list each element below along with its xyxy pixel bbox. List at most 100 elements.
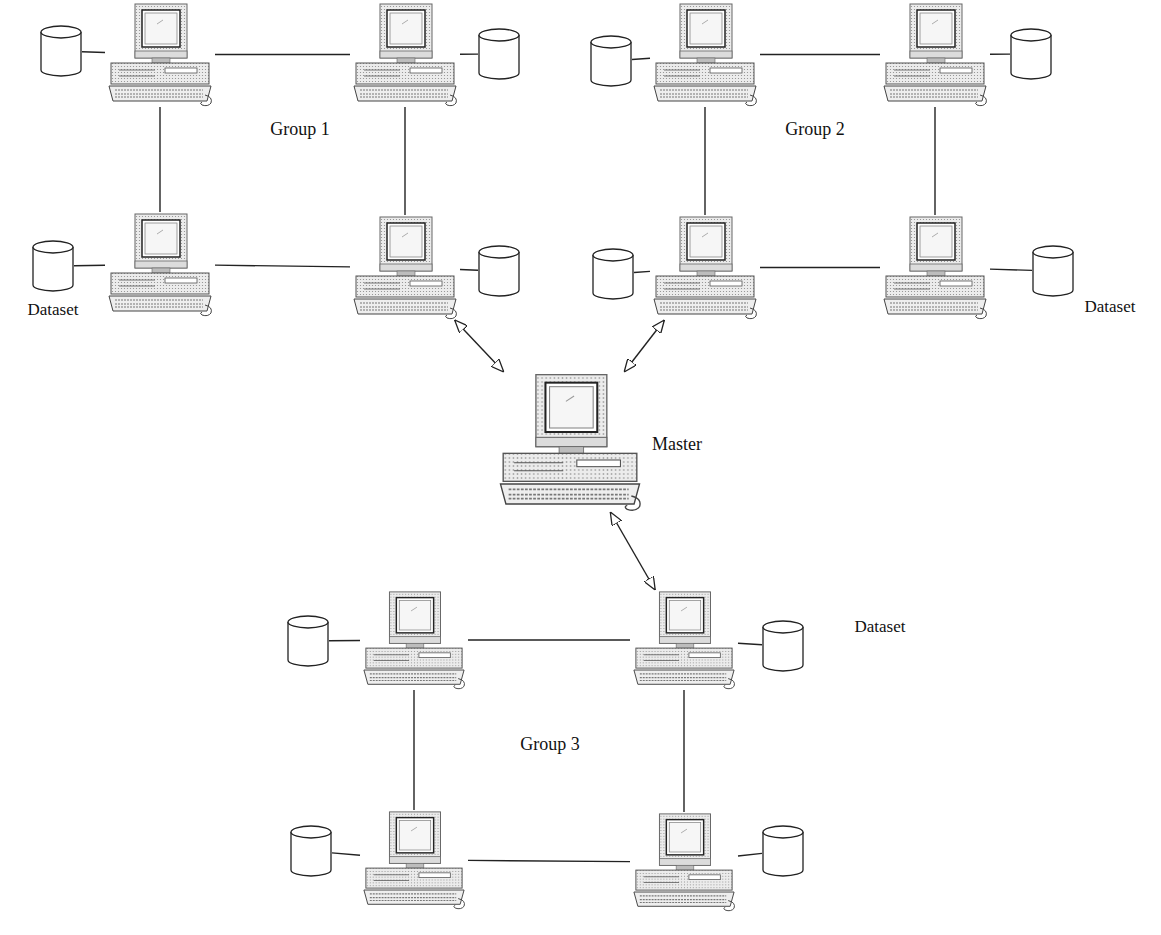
dataset-drawing — [763, 826, 803, 876]
group-label: Group 1 — [270, 119, 330, 141]
workstation-drawing — [500, 375, 640, 511]
dataset-label: Dataset — [28, 300, 79, 320]
workstation-drawing — [884, 217, 986, 319]
workstation-shape — [350, 215, 460, 320]
network-link — [468, 639, 630, 640]
dataset-cylinder — [478, 28, 520, 80]
network-link — [738, 853, 762, 856]
network-link — [634, 271, 650, 272]
network-link — [215, 54, 350, 55]
network-link — [413, 690, 414, 810]
dataset-drawing — [33, 241, 73, 291]
workstation-drawing — [654, 4, 756, 106]
dataset-drawing — [1033, 246, 1073, 296]
network-link — [74, 265, 105, 267]
workstation — [650, 2, 760, 107]
workstation-shape — [650, 215, 760, 320]
workstation — [350, 215, 460, 320]
workstation-drawing — [109, 214, 211, 316]
network-link — [990, 53, 1010, 55]
dataset-drawing — [591, 36, 631, 86]
dataset-cylinder-shape — [287, 615, 329, 667]
dataset-cylinder — [478, 245, 520, 297]
master-label: Master — [652, 434, 702, 456]
network-link — [760, 267, 880, 268]
dataset-cylinder — [287, 615, 329, 667]
dataset-cylinder — [290, 825, 332, 877]
network-link — [460, 269, 478, 271]
dataset-drawing — [291, 826, 331, 876]
workstation-shape — [360, 590, 468, 690]
dataset-cylinder: Dataset — [1032, 245, 1074, 297]
workstation-shape — [350, 2, 460, 107]
workstation-drawing — [364, 592, 465, 689]
workstation-shape — [880, 215, 990, 320]
workstation-drawing — [364, 812, 465, 909]
dataset-drawing — [41, 26, 81, 76]
workstation-shape — [105, 212, 215, 317]
dataset-drawing — [593, 249, 633, 299]
dataset-label: Dataset — [855, 617, 906, 637]
dataset-cylinder-shape — [762, 620, 804, 672]
workstation-shape — [360, 810, 468, 910]
workstation-drawing — [654, 217, 756, 319]
group-label: Group 3 — [520, 734, 580, 756]
dataset-drawing — [479, 29, 519, 79]
network-link — [159, 107, 160, 212]
master-computer: Master — [495, 372, 645, 512]
dataset-cylinder: Dataset — [32, 240, 74, 292]
network-link — [738, 643, 762, 644]
connector-group — [74, 52, 1032, 862]
dataset-cylinder-shape — [40, 25, 82, 77]
dataset-label: Dataset — [1085, 297, 1136, 317]
workstation — [630, 590, 738, 690]
workstation — [105, 212, 215, 317]
network-link — [683, 690, 684, 812]
dataset-cylinder-shape — [592, 248, 634, 300]
dataset-cylinder-shape — [590, 35, 632, 87]
network-link — [460, 53, 478, 54]
master-link — [624, 320, 664, 372]
workstation-drawing — [634, 592, 735, 689]
dataset-drawing — [1011, 29, 1051, 79]
workstation-drawing — [634, 814, 735, 911]
master-computer-shape — [495, 372, 645, 512]
workstation-drawing — [109, 4, 211, 106]
network-link — [329, 640, 360, 642]
dataset-cylinder — [40, 25, 82, 77]
workstation — [880, 215, 990, 320]
dataset-cylinder-shape — [32, 240, 74, 292]
network-link — [468, 860, 630, 861]
master-link — [610, 512, 655, 590]
workstation-drawing — [354, 4, 456, 106]
workstation-drawing — [354, 217, 456, 319]
workstation-shape — [880, 2, 990, 107]
workstation-shape — [630, 590, 738, 690]
dataset-cylinder — [762, 825, 804, 877]
dataset-drawing — [479, 246, 519, 296]
dataset-cylinder — [1010, 28, 1052, 80]
workstation-shape — [105, 2, 215, 107]
network-link — [760, 54, 880, 55]
network-link — [404, 107, 405, 215]
network-link — [934, 107, 935, 215]
dataset-drawing — [288, 616, 328, 666]
network-link — [215, 265, 350, 267]
dataset-cylinder-shape — [478, 245, 520, 297]
network-link — [82, 51, 105, 53]
dataset-cylinder-shape — [1010, 28, 1052, 80]
workstation — [350, 2, 460, 107]
network-link — [990, 269, 1032, 270]
workstation-shape — [630, 812, 738, 912]
workstation — [360, 810, 468, 910]
dataset-cylinder: Dataset — [762, 620, 804, 672]
workstation — [880, 2, 990, 107]
group-label: Group 2 — [785, 119, 845, 141]
dataset-cylinder-shape — [478, 28, 520, 80]
dataset-cylinder — [590, 35, 632, 87]
workstation-shape — [650, 2, 760, 107]
workstation — [360, 590, 468, 690]
dataset-cylinder-shape — [762, 825, 804, 877]
